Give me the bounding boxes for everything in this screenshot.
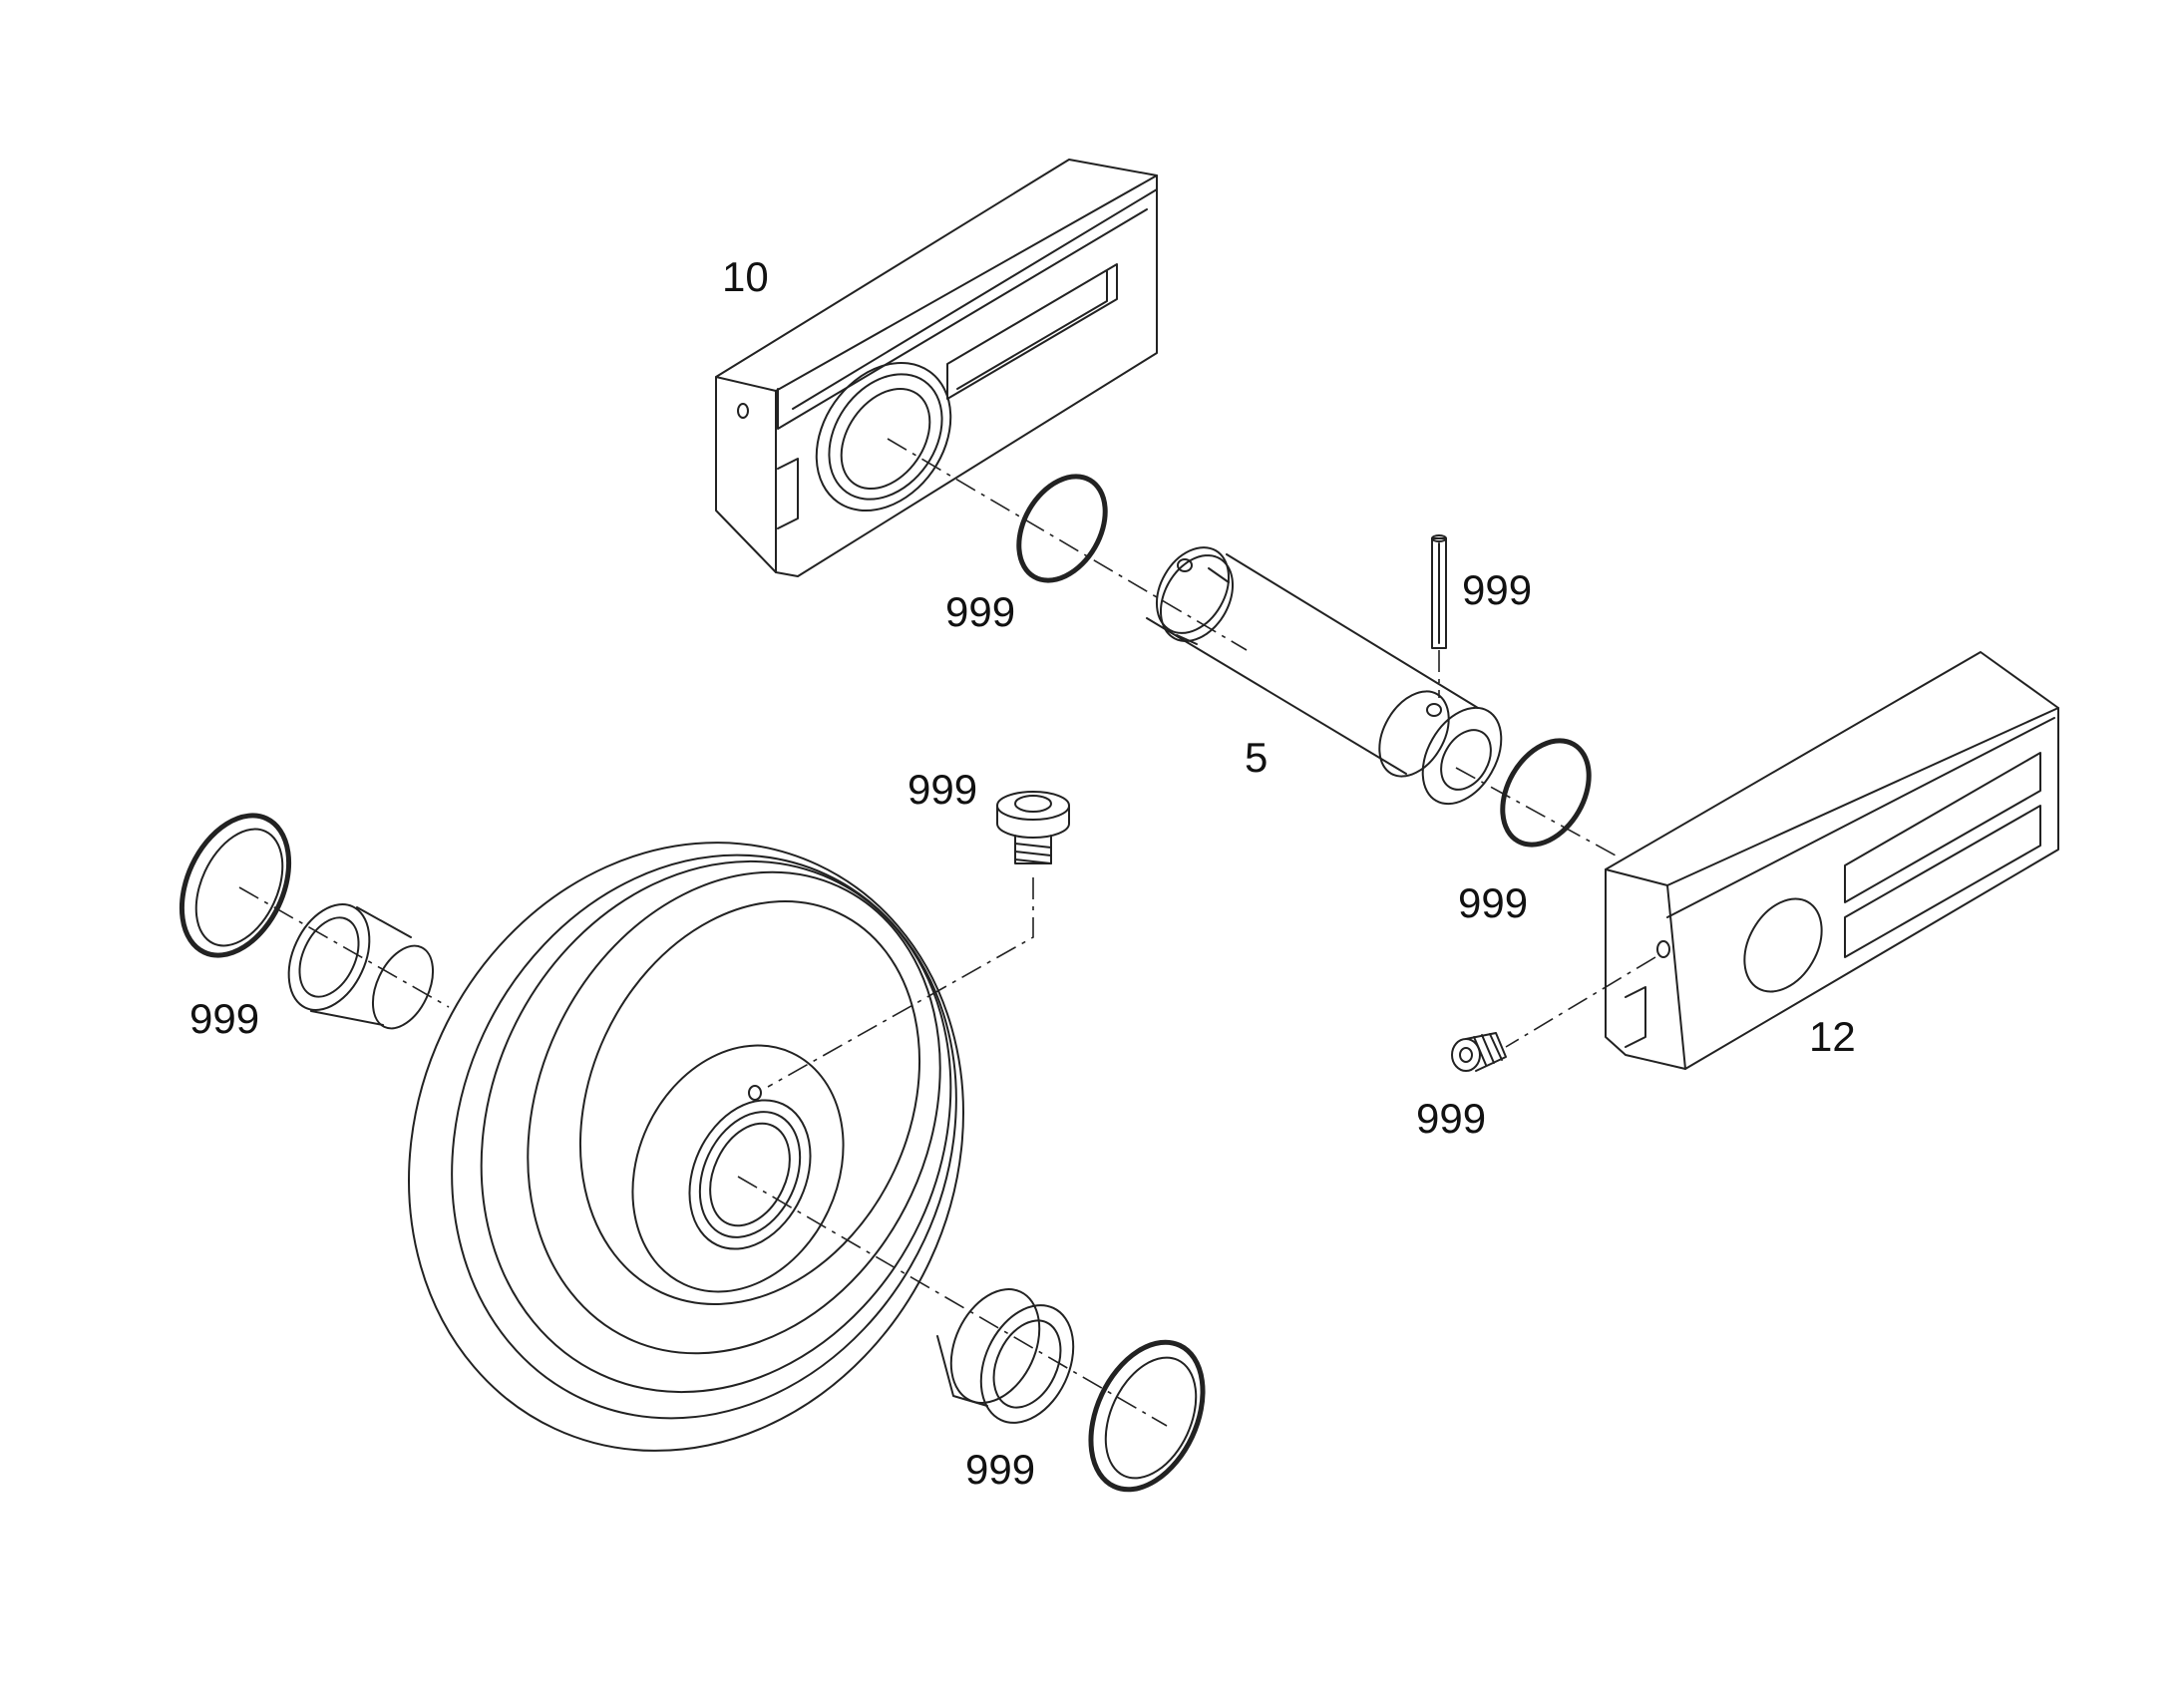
label-ring-upper-left: 999: [945, 588, 1015, 635]
assembly-axis-lines: [238, 438, 1656, 1427]
seal-ring-bottom: [1088, 1339, 1206, 1493]
label-pin: 999: [1462, 566, 1532, 613]
bracket-block-12: [1605, 651, 2059, 1070]
socket-head-screw: [996, 791, 1070, 864]
label-ring-left: 999: [189, 995, 259, 1042]
bushing-left: [287, 903, 435, 1030]
grub-screw: [1451, 1032, 1507, 1072]
shaft-pin-5: [1146, 546, 1503, 806]
bushing-bottom: [936, 1288, 1075, 1424]
seal-ring-left: [179, 813, 292, 958]
label-part-10: 10: [722, 253, 769, 300]
roll-pin: [1431, 534, 1447, 649]
label-grub: 999: [1416, 1095, 1486, 1142]
label-ring-bottom: 999: [965, 1446, 1035, 1493]
o-ring-upper-left: [1016, 474, 1108, 583]
label-part-12: 12: [1809, 1013, 1856, 1060]
idler-wheel: [408, 842, 964, 1452]
label-screw: 999: [908, 766, 977, 813]
label-part-5: 5: [1245, 734, 1268, 781]
bracket-block-10: [715, 159, 1158, 577]
o-ring-right: [1500, 738, 1592, 848]
label-ring-right: 999: [1458, 879, 1528, 926]
